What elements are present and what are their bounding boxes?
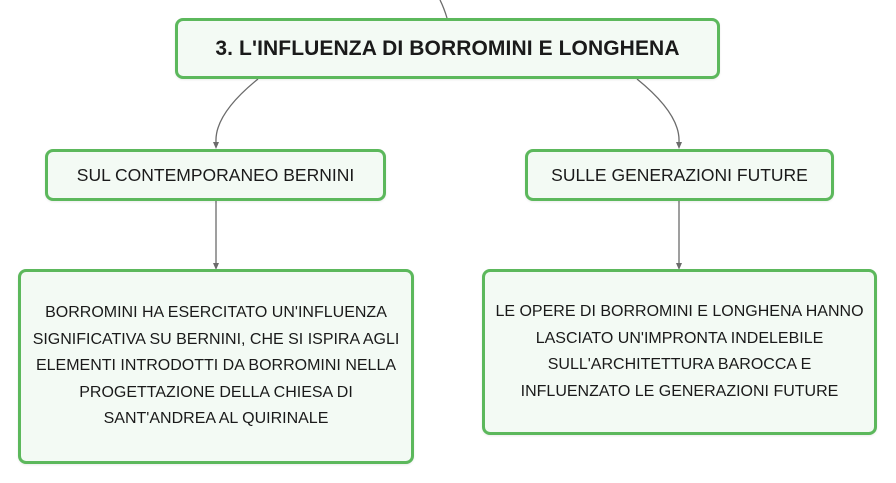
root-node-label: 3. L'INFLUENZA DI BORROMINI E LONGHENA [215,36,680,60]
arrowhead-left-branch [213,142,219,149]
branch-node-bernini[interactable]: SUL CONTEMPORANEO BERNINI [45,149,386,201]
arrowhead-left-detail [213,263,219,270]
detail-node-bernini-text: BORROMINI HA ESERCITATO UN'INFLUENZA SIG… [32,304,400,428]
arrowhead-right-detail [676,263,682,270]
connector-incoming-root [439,0,448,19]
branch-node-future-generations-label: SULLE GENERAZIONI FUTURE [551,164,808,185]
branch-node-bernini-label: SUL CONTEMPORANEO BERNINI [76,164,355,185]
detail-node-future-generations[interactable]: LE OPERE DI BORROMINI E LONGHENA HANNO L… [482,269,877,435]
detail-node-bernini[interactable]: BORROMINI HA ESERCITATO UN'INFLUENZA SIG… [18,269,414,464]
connector-root-to-right-branch [636,78,680,143]
root-node[interactable]: 3. L'INFLUENZA DI BORROMINI E LONGHENA [175,18,720,79]
detail-node-future-generations-text: LE OPERE DI BORROMINI E LONGHENA HANNO L… [495,303,864,400]
arrowhead-right-branch [676,142,682,149]
connector-root-to-left-branch [215,78,259,143]
branch-node-future-generations[interactable]: SULLE GENERAZIONI FUTURE [525,149,834,201]
